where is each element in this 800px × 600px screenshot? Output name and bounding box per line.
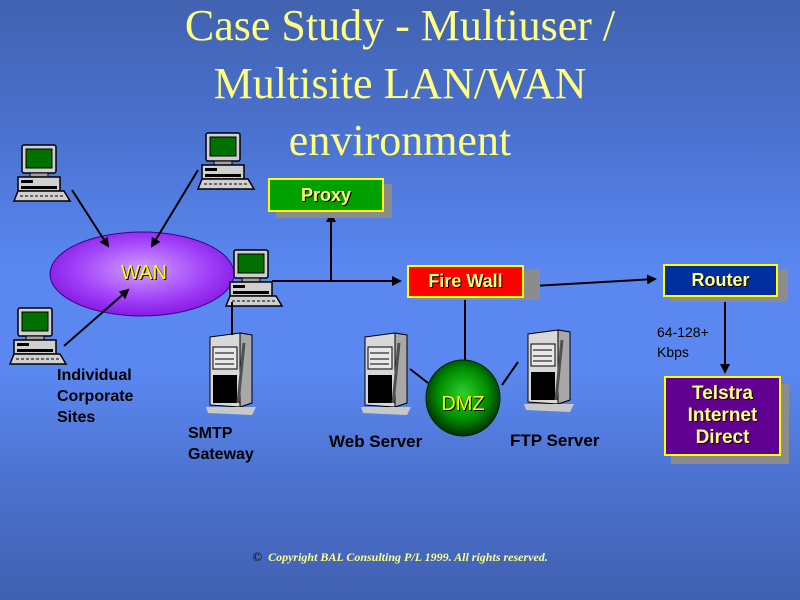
- copyright-footer: © Copyright BAL Consulting P/L 1999. All…: [0, 549, 800, 565]
- ftp-server-label: FTP Server: [510, 431, 600, 450]
- link-firewall-router: [532, 274, 657, 287]
- workstation-top-center-icon: [197, 132, 255, 190]
- ftp-server-icon: [522, 328, 576, 414]
- copyright-text: Copyright BAL Consulting P/L 1999. All r…: [268, 550, 548, 564]
- workstation-top-left-icon: [13, 144, 71, 202]
- wan-label: WAN: [121, 262, 167, 284]
- isp-node[interactable]: Telstra Internet Direct: [664, 376, 781, 456]
- isp-label-line-3: Direct: [695, 427, 750, 448]
- workstation-gateway-icon: [225, 249, 283, 307]
- link-pc1-wan: [71, 189, 110, 248]
- workstation-bottom-left-icon: [9, 307, 67, 365]
- router-node[interactable]: Router: [663, 264, 778, 297]
- proxy-label: Proxy: [300, 185, 352, 205]
- link-pc3-wan: [63, 288, 130, 347]
- firewall-label: Fire Wall: [428, 271, 503, 291]
- dmz-sphere: [425, 359, 501, 437]
- router-label: Router: [691, 270, 750, 290]
- isp-label-line-1: Telstra: [692, 383, 753, 404]
- sites-label-line-3: Sites: [57, 409, 96, 426]
- sites-label-line-1: Individual: [57, 367, 132, 384]
- smtp-label-line-1: SMTP: [188, 425, 233, 442]
- sites-label-line-2: Corporate: [57, 388, 134, 405]
- proxy-node[interactable]: Proxy: [268, 178, 384, 212]
- sites-label: Individual Corporate Sites: [57, 365, 133, 428]
- web-server-icon: [359, 331, 413, 417]
- bandwidth-label-line-1: 64-128+: [657, 324, 709, 340]
- dmz-label: DMZ: [441, 393, 485, 415]
- bandwidth-label-line-2: Kbps: [657, 344, 689, 360]
- link-dmz-ftp: [501, 361, 519, 386]
- link-dmz-web: [409, 368, 429, 384]
- smtp-label-line-2: Gateway: [188, 446, 254, 463]
- copyright-icon: ©: [252, 549, 263, 564]
- smtp-server-icon: [204, 331, 258, 417]
- bandwidth-label: 64-128+ Kbps: [657, 322, 709, 362]
- link-pc2-wan: [150, 169, 199, 248]
- slide-title-line-2: Multisite LAN/WAN: [213, 59, 587, 108]
- firewall-node[interactable]: Fire Wall: [407, 265, 524, 298]
- isp-label-line-2: Internet: [687, 405, 758, 426]
- web-server-label: Web Server: [329, 432, 423, 451]
- smtp-gateway-label: SMTP Gateway: [188, 423, 254, 465]
- slide-title-line-1: Case Study - Multiuser /: [184, 1, 616, 50]
- slide-title-line-3: environment: [288, 116, 512, 165]
